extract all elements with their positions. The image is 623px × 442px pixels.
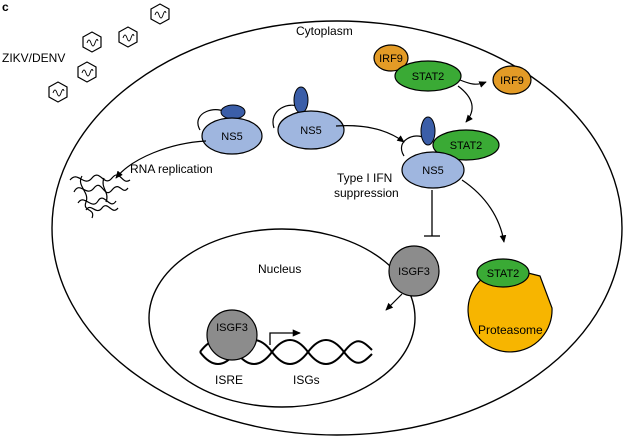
irf9-label: IRF9 xyxy=(500,75,524,87)
panel-letter: c xyxy=(2,0,9,14)
irf9-label: IRF9 xyxy=(379,53,403,65)
isgs-label: ISGs xyxy=(293,373,320,387)
ns5-cap-domain xyxy=(220,104,246,120)
transcription-arrow xyxy=(269,329,301,345)
virus-label: ZIKV/DENV xyxy=(2,51,65,65)
ifn-label-line1: Type I IFN xyxy=(337,171,392,185)
arrow-ns5-to-complex xyxy=(335,125,405,143)
ns5-protein xyxy=(401,151,465,189)
ns5-stat2-complex: STAT2 NS5 xyxy=(401,116,500,189)
isgf3-nucleus: ISGF3 xyxy=(206,309,258,361)
stat2-protein xyxy=(394,60,462,92)
stat2-label: STAT2 xyxy=(412,71,445,83)
arrow-to-proteasome xyxy=(461,179,507,243)
proteasome-label: Proteasome xyxy=(478,323,543,337)
ns5-cap-domain xyxy=(420,116,436,146)
ns5-cap-domain xyxy=(293,86,309,114)
ns5-ifn-suppression: NS5 xyxy=(272,86,345,150)
rna-replication-label: RNA replication xyxy=(130,162,213,176)
cytoplasm-label: Cytoplasm xyxy=(296,24,353,38)
cell-membrane xyxy=(51,20,623,436)
virus-icon xyxy=(82,31,102,53)
arrow-stat2-to-complex xyxy=(457,85,473,123)
irf9-protein xyxy=(373,44,409,72)
virus-icon xyxy=(118,26,138,48)
inhibition-line xyxy=(424,190,440,237)
ns5-label: NS5 xyxy=(300,125,321,137)
stat2-label: STAT2 xyxy=(450,140,483,152)
rna-tangle xyxy=(69,174,131,219)
irf9-free: IRF9 xyxy=(492,65,532,95)
ifn-label-line2: suppression xyxy=(334,186,399,200)
arrow-to-rna-replication xyxy=(115,140,207,179)
ns5-replication: NS5 xyxy=(197,104,263,155)
stat2-protein xyxy=(432,129,500,161)
arrow-irf9-release xyxy=(459,79,487,88)
virus-icon xyxy=(150,3,170,25)
isgf3-cytoplasm: ISGF3 xyxy=(388,245,440,297)
isre-label: ISRE xyxy=(215,373,243,387)
irf9-stat2-complex: IRF9 STAT2 xyxy=(373,44,462,92)
nucleus-membrane xyxy=(148,228,416,408)
nucleus-label: Nucleus xyxy=(258,262,301,276)
isgf3-label: ISGF3 xyxy=(216,322,248,334)
ns5-label: NS5 xyxy=(422,165,443,177)
isgf3-label: ISGF3 xyxy=(398,266,430,278)
ns5-label: NS5 xyxy=(221,131,242,143)
stat2-degraded: STAT2 xyxy=(476,258,530,288)
arrow-isgf3-to-nucleus xyxy=(385,293,403,311)
virus-icon xyxy=(77,61,97,83)
virus-icon xyxy=(48,81,68,103)
virus-particles xyxy=(48,3,170,103)
stat2-label: STAT2 xyxy=(487,268,520,280)
